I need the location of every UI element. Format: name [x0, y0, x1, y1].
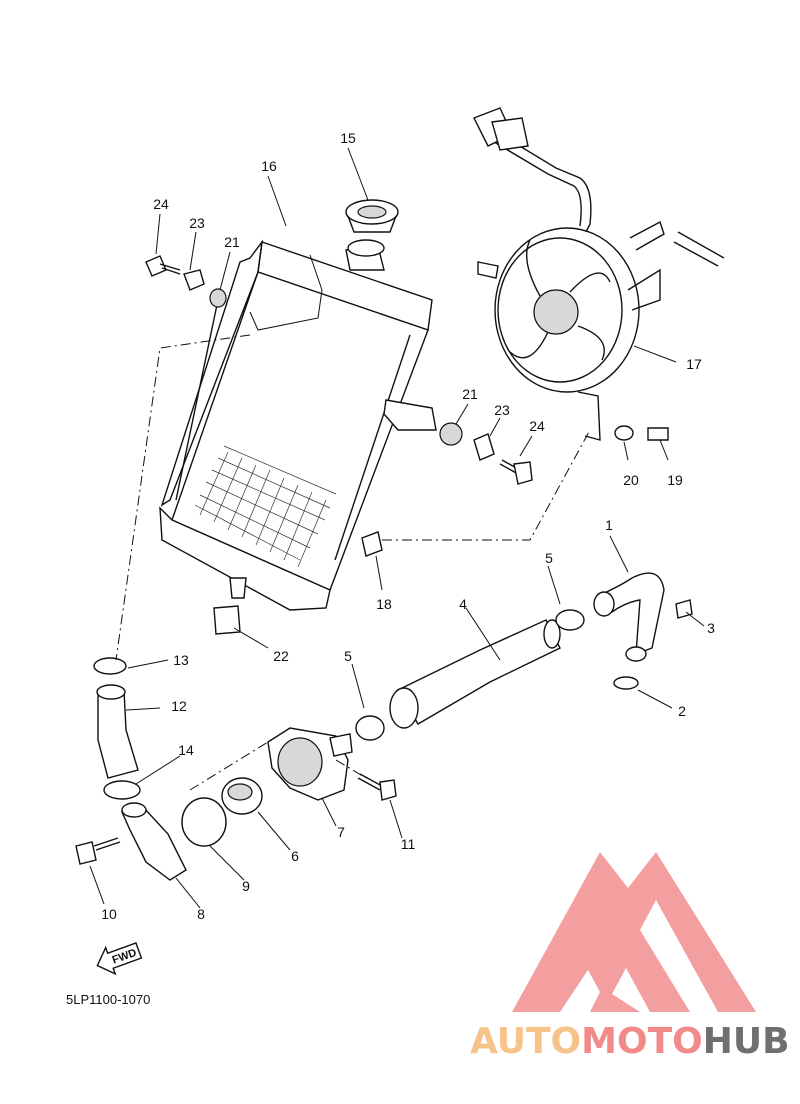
callout-1: 1: [605, 517, 613, 533]
callout-18: 18: [376, 596, 392, 612]
callout-8: 8: [197, 906, 205, 922]
callout-13: 13: [173, 652, 189, 668]
callout-2: 2: [678, 703, 686, 719]
callout-14: 14: [178, 742, 194, 758]
callout-22: 22: [273, 648, 289, 664]
watermark-auto: AUTO: [470, 1021, 581, 1062]
callout-5a: 5: [545, 550, 553, 566]
callout-3: 3: [707, 620, 715, 636]
fan-assembly: [473, 107, 725, 441]
o-ring-large: [181, 797, 227, 847]
callout-20: 20: [623, 472, 639, 488]
callout-15: 15: [340, 130, 356, 146]
hose-clamp-bottom: [103, 780, 141, 800]
hose-clamp-top: [93, 657, 127, 675]
callout-17: 17: [686, 356, 702, 372]
watermark-logo: [512, 852, 756, 1012]
fwd-arrow: FWD: [96, 942, 143, 976]
logo-triangle-mark: [512, 852, 756, 1012]
housing-bolt: [357, 773, 397, 801]
nut-clip: [361, 531, 383, 557]
callout-21b: 21: [462, 386, 478, 402]
callout-12: 12: [171, 698, 187, 714]
short-hose: [96, 684, 139, 779]
thermostat: [221, 777, 263, 815]
callout-21a: 21: [224, 234, 240, 250]
radiator-hose: [389, 619, 561, 729]
diagram-code: 5LP1100-1070: [66, 992, 150, 1007]
right-mount-parts: [439, 422, 533, 485]
callout-23a: 23: [189, 215, 205, 231]
thermostat-housing: [267, 727, 353, 801]
callout-24b: 24: [529, 418, 545, 434]
cover-bolt: [75, 837, 121, 865]
callout-23b: 23: [494, 402, 510, 418]
radiator-cap: [345, 199, 399, 257]
callout-11: 11: [401, 836, 416, 852]
callout-4: 4: [459, 596, 467, 612]
callout-19: 19: [667, 472, 683, 488]
radiator-core: [194, 445, 337, 568]
callout-10: 10: [101, 906, 117, 922]
radiator: [159, 239, 437, 611]
fan-fasteners: [614, 425, 669, 441]
leader-lines: [89, 147, 705, 909]
water-outlet-pipe: [593, 572, 693, 690]
hose-clamps: [355, 609, 585, 741]
callout-5b: 5: [344, 648, 352, 664]
left-mount-parts: [145, 255, 227, 308]
watermark-hub: HUB: [703, 1021, 790, 1062]
callout-24a: 24: [153, 196, 169, 212]
callout-9: 9: [242, 878, 250, 894]
watermark-text: AUTOMOTOHUB: [470, 1021, 790, 1062]
callout-labels: 1 2 3 4 5 5 6 7 8 9 10 11 12 13 14 15 16…: [101, 130, 715, 922]
callout-7: 7: [337, 824, 345, 840]
watermark-moto: MOTO: [581, 1021, 703, 1062]
thermostat-cover: [120, 802, 187, 881]
callout-6: 6: [291, 848, 299, 864]
callout-16: 16: [261, 158, 277, 174]
